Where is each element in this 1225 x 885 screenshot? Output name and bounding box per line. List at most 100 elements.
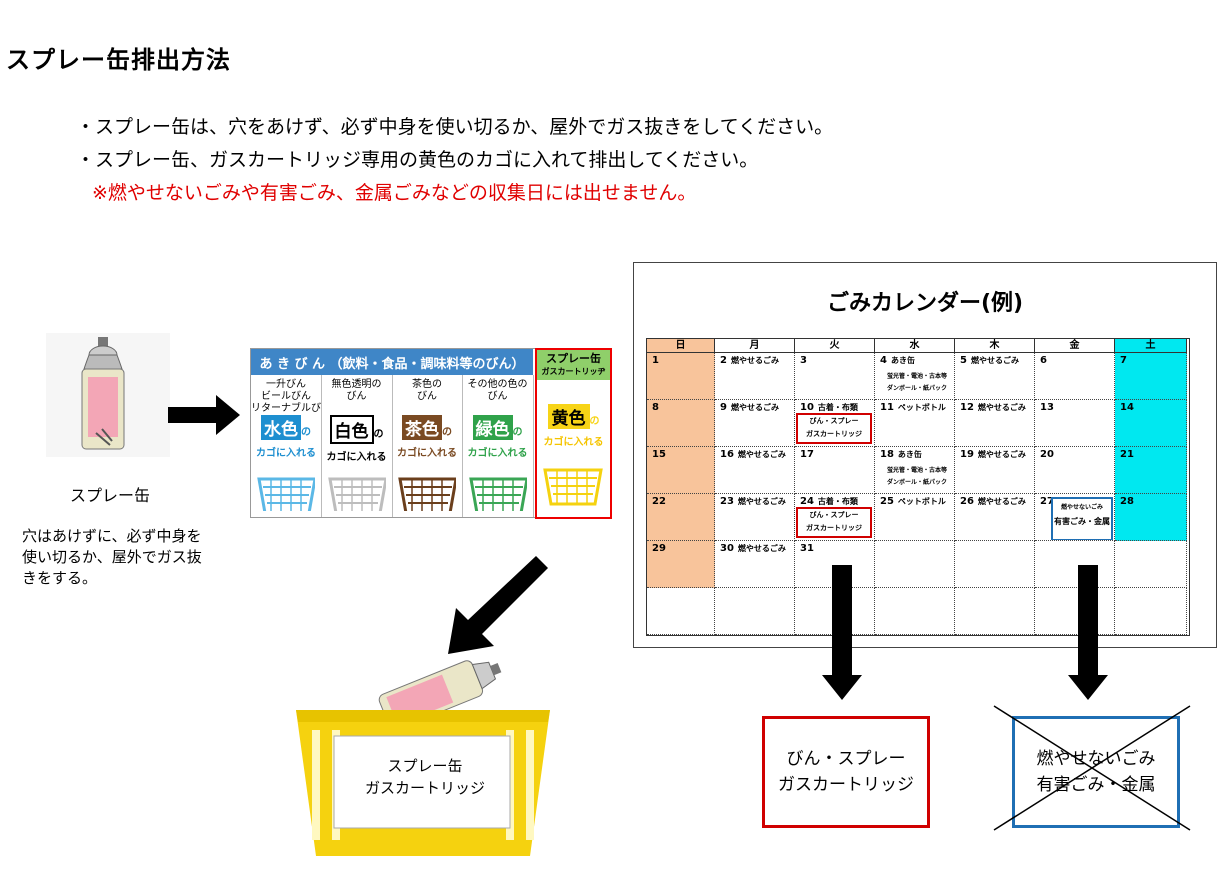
calendar-pickup-subtype: ダンボール・紙パック: [887, 479, 948, 486]
calendar-cell: 21: [1115, 447, 1187, 494]
calendar-date-number: 17: [800, 449, 814, 460]
bottle-table-header: あ き び ん （飲料・食品・調味料等のびん）: [251, 349, 533, 375]
calendar-date-number: 1: [652, 355, 659, 366]
calendar-pickup-type: 燃やせるごみ: [977, 497, 1026, 506]
calendar-date: 15: [652, 449, 666, 460]
calendar-title: ごみカレンダー(例): [826, 291, 1024, 316]
calendar-cell: [1115, 541, 1187, 588]
calendar-date-number: 27: [1040, 496, 1054, 507]
calendar-cell: 6: [1035, 353, 1115, 400]
nonburnable-pickup-line: 有害ごみ・金属: [1054, 517, 1110, 526]
spray-pickup-line: ガスカートリッジ: [806, 430, 862, 438]
calendar-date-number: 23: [720, 496, 734, 507]
calendar-cell: 22: [647, 494, 715, 541]
calendar-date-number: 9: [720, 402, 727, 413]
bottle-sorting-table: あ き び ん （飲料・食品・調味料等のびん） 一升びん ビールびん リターナブ…: [250, 348, 612, 519]
bottle-column: 茶色の びん茶色のカゴに入れる: [392, 375, 463, 517]
calendar-cell: 17: [795, 447, 875, 494]
calendar-cell: [1115, 588, 1187, 635]
calendar-cell: 13: [1035, 400, 1115, 447]
arrow-right-icon: [168, 395, 240, 435]
calendar-date-number: 4: [880, 355, 887, 366]
bottle-tag-suffix: の: [373, 429, 384, 440]
spray-pickup-line: ガスカートリッジ: [806, 524, 862, 532]
calendar-day-header: 火: [795, 339, 875, 353]
calendar-cell: 14: [1115, 400, 1187, 447]
calendar-date: 31: [800, 543, 814, 554]
calendar-day-header: 木: [955, 339, 1035, 353]
calendar-pickup-type: 燃やせるごみ: [730, 403, 779, 412]
spray-pickup-highlight: びん・スプレーガスカートリッジ: [796, 507, 872, 538]
calendar-cell: [1035, 541, 1115, 588]
calendar-date: 3: [800, 355, 807, 366]
arrow-down-left-icon: [448, 556, 548, 654]
spray-column: スプレー缶 ガスカートリッヂ 黄色の カゴに入れる: [535, 348, 612, 519]
calendar-date-number: 22: [652, 496, 666, 507]
spray-can-description: 穴はあけずに、必ず中身を使い切るか、屋外でガス抜きをする。: [22, 527, 202, 587]
calendar-date-number: 12: [960, 402, 974, 413]
calendar-cell: 7: [1115, 353, 1187, 400]
calendar-pickup-type: 古着・布類: [817, 497, 858, 506]
calendar-day-header: 金: [1035, 339, 1115, 353]
yellow-basket-image: [296, 660, 550, 856]
calendar-cell: 29: [647, 541, 715, 588]
calendar-cell: [647, 588, 715, 635]
bottle-cago: カゴに入れる: [467, 448, 528, 459]
calendar-pickup-type: 燃やせるごみ: [737, 544, 786, 553]
calendar-pickup-subtype: 蛍光管・電池・古本等: [887, 373, 948, 380]
bottle-cago: カゴに入れる: [397, 448, 457, 459]
calendar-date-number: 10: [800, 402, 814, 413]
nonburnable-pickup-line: 燃やせないごみ: [1060, 504, 1103, 511]
calendar-cell: [875, 541, 955, 588]
basket-label: スプレー缶 ガスカートリッジ: [364, 757, 485, 797]
bottle-column-title: 無色透明の びん: [331, 379, 382, 402]
calendar-pickup-type: 古着・布類: [817, 403, 858, 412]
calendar-pickup-type: 燃やせるごみ: [970, 356, 1019, 365]
yellow-tag-row: 黄色の: [537, 404, 610, 429]
calendar-pickup-type: 燃やせるごみ: [977, 450, 1026, 459]
calendar-cell: [715, 588, 795, 635]
calendar-date: 21: [1120, 449, 1134, 460]
calendar-date-number: 18: [880, 449, 894, 460]
calendar-cell: [875, 588, 955, 635]
bottle-column-title: 一升びん ビールびん リターナブルびん: [251, 379, 321, 426]
calendar-date-number: 14: [1120, 402, 1134, 413]
calendar-pickup-type: 燃やせるごみ: [977, 403, 1026, 412]
calendar-cell: 20: [1035, 447, 1115, 494]
calendar-pickup-subtype: ダンボール・紙パック: [887, 385, 948, 392]
calendar-date: 8: [652, 402, 659, 413]
bottle-color-tag: 緑色: [472, 415, 513, 440]
yellow-tag-suffix: の: [589, 416, 600, 427]
bottle-column: 一升びん ビールびん リターナブルびん水色のカゴに入れる: [251, 375, 322, 517]
spray-collection-box: びん・スプレー ガスカートリッジ: [762, 716, 930, 828]
calendar-cell: [955, 541, 1035, 588]
bottle-tag-suffix: の: [301, 427, 311, 438]
calendar-date-number: 19: [960, 449, 974, 460]
calendar-date-number: 11: [880, 402, 894, 413]
bottle-column: 無色透明の びん白色のカゴに入れる: [322, 375, 393, 517]
bottle-tag-row: 白色の: [322, 415, 392, 444]
calendar-date: 20: [1040, 449, 1054, 460]
bottle-column: その他の色の びん緑色のカゴに入れる: [463, 375, 534, 517]
calendar-date-number: 2: [720, 355, 727, 366]
spray-column-head: スプレー缶 ガスカートリッヂ: [537, 350, 610, 380]
page-title: スプレー缶排出方法: [6, 46, 231, 74]
calendar-pickup-type: 燃やせるごみ: [730, 356, 779, 365]
bottle-column-title: その他の色の びん: [467, 379, 528, 402]
